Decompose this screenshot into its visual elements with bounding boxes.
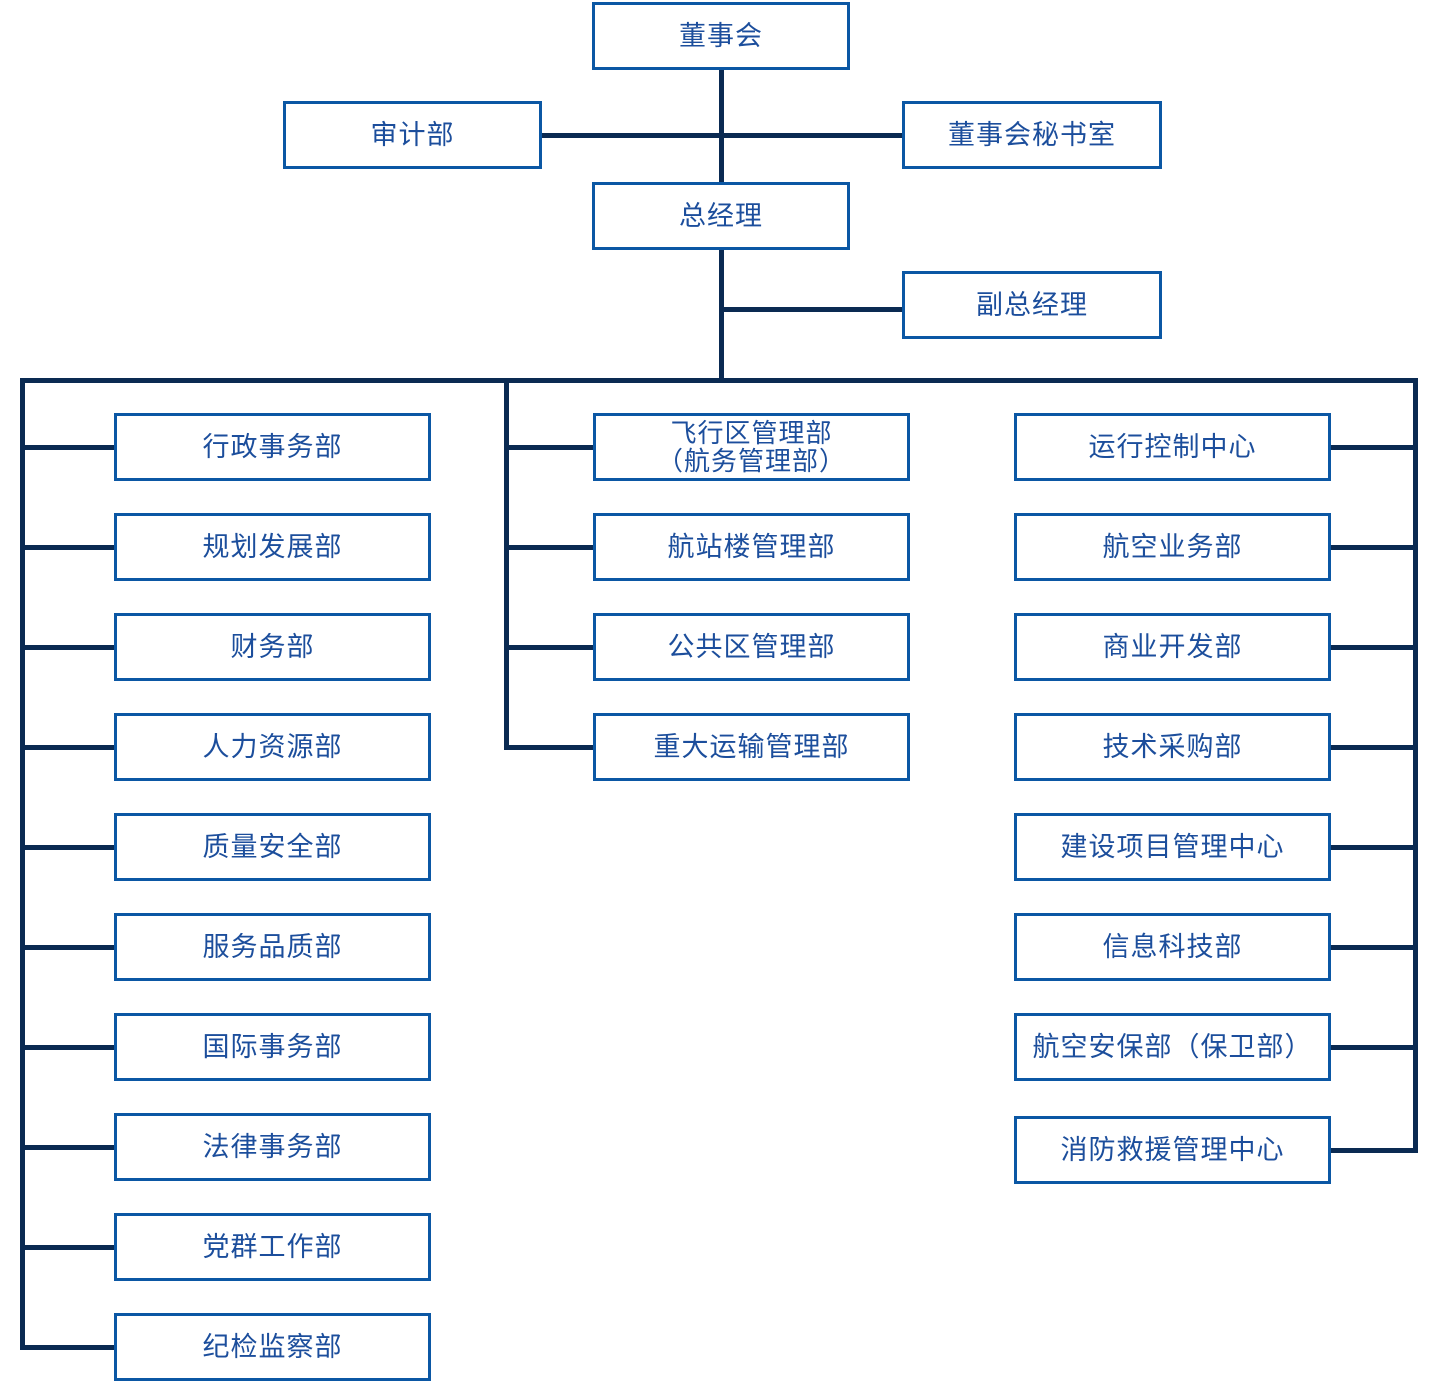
stub-right-4 — [1328, 845, 1418, 850]
node-left-0[interactable]: 行政事务部 — [114, 413, 431, 481]
stub-right-0 — [1328, 445, 1418, 450]
stub-left-9 — [20, 1345, 116, 1350]
stub-left-5 — [20, 945, 116, 950]
stub-right-5 — [1328, 945, 1418, 950]
node-middle-2[interactable]: 公共区管理部 — [593, 613, 910, 681]
node-board[interactable]: 董事会 — [592, 2, 850, 70]
node-audit-department[interactable]: 审计部 — [283, 101, 542, 169]
stub-left-3 — [20, 745, 116, 750]
middle-column-bus — [504, 378, 509, 750]
node-left-8[interactable]: 党群工作部 — [114, 1213, 431, 1281]
node-right-4[interactable]: 建设项目管理中心 — [1014, 813, 1331, 881]
node-right-3[interactable]: 技术采购部 — [1014, 713, 1331, 781]
stub-left-2 — [20, 645, 116, 650]
node-left-5[interactable]: 服务品质部 — [114, 913, 431, 981]
stub-middle-1 — [504, 545, 595, 550]
main-horizontal-bus — [20, 378, 1418, 383]
node-left-1[interactable]: 规划发展部 — [114, 513, 431, 581]
stub-right-7 — [1328, 1148, 1418, 1153]
stub-right-6 — [1328, 1045, 1418, 1050]
stub-right-2 — [1328, 645, 1418, 650]
stub-left-4 — [20, 845, 116, 850]
left-column-bus — [20, 378, 25, 1350]
stub-middle-3 — [504, 745, 595, 750]
stub-middle-0 — [504, 445, 595, 450]
node-right-5[interactable]: 信息科技部 — [1014, 913, 1331, 981]
stub-right-1 — [1328, 545, 1418, 550]
node-middle-1[interactable]: 航站楼管理部 — [593, 513, 910, 581]
node-right-2[interactable]: 商业开发部 — [1014, 613, 1331, 681]
connector-audit-secretariat — [542, 133, 902, 138]
node-left-4[interactable]: 质量安全部 — [114, 813, 431, 881]
stub-left-6 — [20, 1045, 116, 1050]
node-general-manager[interactable]: 总经理 — [592, 182, 850, 250]
connector-gm-to-bus — [719, 250, 724, 381]
node-right-6[interactable]: 航空安保部（保卫部） — [1014, 1013, 1331, 1081]
node-left-7[interactable]: 法律事务部 — [114, 1113, 431, 1181]
node-right-1[interactable]: 航空业务部 — [1014, 513, 1331, 581]
node-middle-3[interactable]: 重大运输管理部 — [593, 713, 910, 781]
node-left-9[interactable]: 纪检监察部 — [114, 1313, 431, 1381]
connector-gm-to-deputy — [719, 307, 902, 312]
stub-left-7 — [20, 1145, 116, 1150]
node-right-7[interactable]: 消防救援管理中心 — [1014, 1116, 1331, 1184]
node-right-0[interactable]: 运行控制中心 — [1014, 413, 1331, 481]
node-board-secretariat[interactable]: 董事会秘书室 — [902, 101, 1162, 169]
node-left-3[interactable]: 人力资源部 — [114, 713, 431, 781]
node-deputy-general-manager[interactable]: 副总经理 — [902, 271, 1162, 339]
node-left-6[interactable]: 国际事务部 — [114, 1013, 431, 1081]
stub-right-3 — [1328, 745, 1418, 750]
right-column-bus — [1413, 378, 1418, 1153]
connector-board-to-gm — [719, 70, 724, 182]
stub-middle-2 — [504, 645, 595, 650]
stub-left-1 — [20, 545, 116, 550]
node-left-2[interactable]: 财务部 — [114, 613, 431, 681]
stub-left-8 — [20, 1245, 116, 1250]
stub-left-0 — [20, 445, 116, 450]
node-middle-0[interactable]: 飞行区管理部 （航务管理部） — [593, 413, 910, 481]
